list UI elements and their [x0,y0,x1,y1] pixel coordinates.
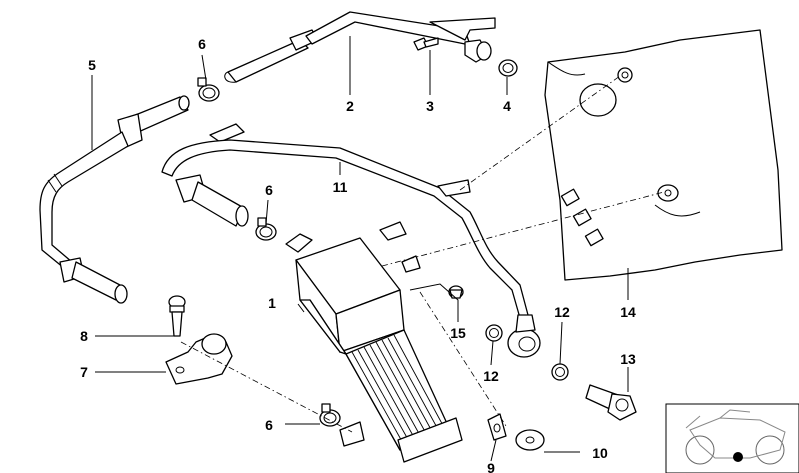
hose-clamp-top [197,77,220,102]
callout-6-lower: 6 [265,417,273,433]
callout-1: 1 [268,295,276,311]
oil-pipe-middle [161,123,541,358]
holder-bracket-7 [165,333,233,385]
leader-lines [91,36,629,462]
callout-15: 15 [450,325,466,341]
hollow-bolt-13 [585,384,637,421]
callout-4: 4 [503,98,511,114]
callout-12-left: 12 [483,368,499,384]
oil-hose-left [39,95,190,304]
callout-numbers: 1 2 3 4 5 6 6 6 7 8 9 10 11 12 12 13 14 … [80,36,636,473]
callout-7: 7 [80,364,88,380]
callout-3: 3 [426,98,434,114]
callout-6-top: 6 [198,36,206,52]
callout-10: 10 [592,445,608,461]
callout-6-middle: 6 [265,182,273,198]
heat-shield [544,29,783,281]
callout-9: 9 [487,460,495,473]
bolt-3 [413,37,439,51]
seal-ring-12b [551,363,569,381]
assembly-lines [180,75,665,433]
seal-ring-12a [485,324,503,342]
washer-10 [515,429,545,451]
callout-8: 8 [80,328,88,344]
screw-15 [448,285,464,299]
callout-12-right: 12 [554,304,570,320]
oil-pipe-upper [224,11,496,83]
callout-11: 11 [333,179,348,195]
bolt-8 [168,295,186,337]
callout-2: 2 [346,98,354,114]
oil-hose-middle [175,174,249,227]
callout-14: 14 [620,304,636,320]
seal-ring-4 [498,59,518,77]
motorcycle-thumbnail [665,403,799,473]
oil-cooler [285,233,463,463]
cooler-fins [351,334,447,446]
hose-clamp-lower [319,403,341,427]
callout-13: 13 [620,351,636,367]
callout-5: 5 [88,57,96,73]
rubber-buffer-9 [487,413,507,441]
